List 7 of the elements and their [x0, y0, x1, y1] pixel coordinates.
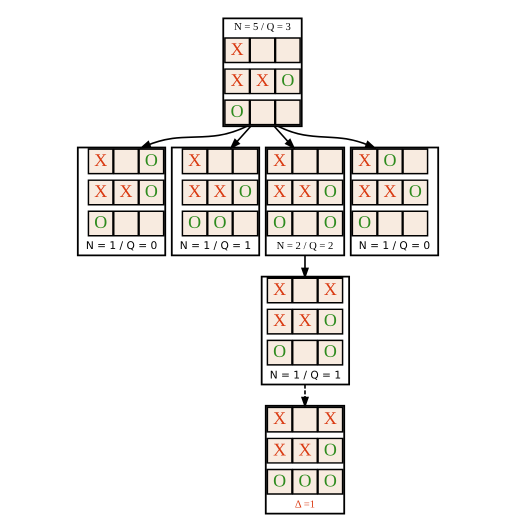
- node-label: Δ =1: [294, 499, 316, 510]
- node-label: N = 1 / Q = 1: [270, 368, 342, 382]
- node-label: N = 1 / Q = 1: [180, 239, 252, 252]
- node-label: N = 1 / Q = 0: [86, 239, 158, 252]
- node-label: N = 2 / Q = 2: [276, 241, 334, 252]
- node-label: N = 5 / Q = 3: [234, 22, 291, 34]
- node-label: N = 1 / Q = 0: [358, 239, 430, 252]
